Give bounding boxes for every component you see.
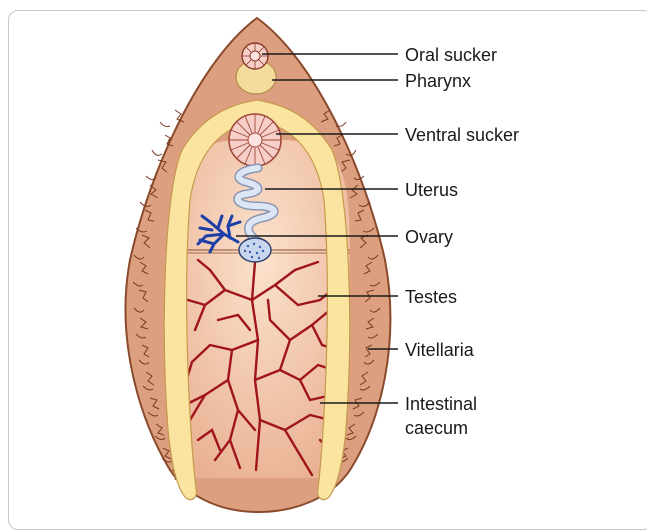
label-vitellaria: Vitellaria <box>405 340 475 360</box>
ventral-sucker <box>229 114 281 166</box>
label-ovary: Ovary <box>405 227 453 247</box>
label-ventral-sucker: Ventral sucker <box>405 125 519 145</box>
oral-sucker <box>242 43 268 69</box>
label-oral-sucker: Oral sucker <box>405 45 497 65</box>
fluke-diagram: Oral sucker Pharynx Ventral sucker Uteru… <box>0 0 647 516</box>
label-caecum: caecum <box>405 418 468 438</box>
label-uterus: Uterus <box>405 180 458 200</box>
label-pharynx: Pharynx <box>405 71 471 91</box>
label-intestinal: Intestinal <box>405 394 477 414</box>
label-testes: Testes <box>405 287 457 307</box>
mehlis-gland <box>239 238 271 262</box>
